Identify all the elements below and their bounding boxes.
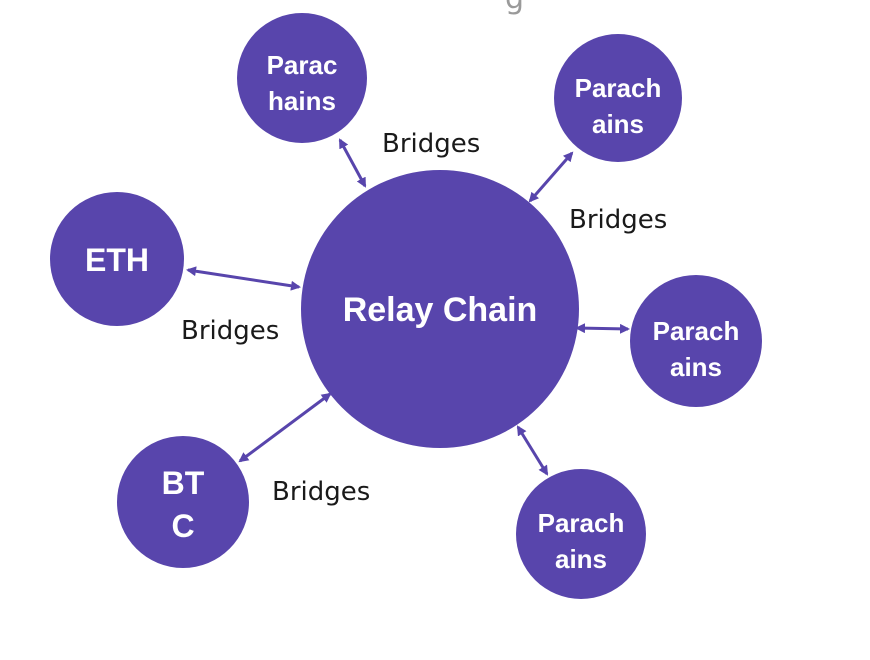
relay-chain-node: Relay Chain: [301, 170, 579, 448]
btc-node: BT C: [117, 436, 249, 568]
arrow-top-right: [528, 151, 574, 203]
parachains-node-right: Parach ains: [630, 275, 762, 407]
bridges-label-top: Bridges: [382, 129, 480, 159]
parachains-bottom-line-2: ains: [555, 544, 607, 574]
bridges-label-left: Bridges: [181, 316, 279, 346]
eth-node: ETH: [50, 192, 184, 326]
parachains-top-left-line-1: Parac: [267, 50, 338, 80]
bridges-label-top-right: Bridges: [569, 205, 667, 235]
parachains-top-right-line-1: Parach: [575, 73, 662, 103]
relay-chain-label: Relay Chain: [343, 291, 538, 329]
arrow-top-left: [338, 138, 367, 188]
arrow-btc: [238, 392, 332, 463]
connectors: [186, 138, 630, 476]
parachains-node-top-left: Parac hains: [237, 13, 367, 143]
parachains-right-line-2: ains: [670, 352, 722, 382]
bridges-label-bottom-left: Bridges: [272, 477, 370, 507]
arrow-bottom: [516, 425, 549, 476]
parachains-top-left-line-2: hains: [268, 86, 336, 116]
btc-line-2: C: [171, 508, 194, 544]
arrow-right: [575, 323, 630, 334]
arrow-eth: [186, 266, 301, 291]
parachains-top-right-line-2: ains: [592, 109, 644, 139]
parachains-right-line-1: Parach: [653, 316, 740, 346]
eth-label: ETH: [85, 242, 149, 278]
btc-line-1: BT: [162, 465, 205, 501]
parachains-node-top-right: Parach ains: [554, 34, 682, 162]
parachains-bottom-line-1: Parach: [538, 508, 625, 538]
parachains-node-bottom: Parach ains: [516, 469, 646, 599]
top-fragment-text: g: [505, 0, 524, 16]
